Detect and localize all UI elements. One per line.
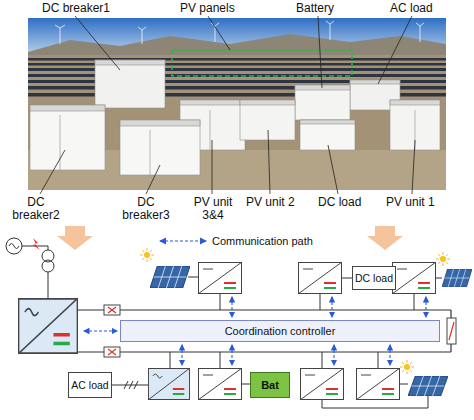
controller-box: Coordination controller xyxy=(120,320,440,342)
part-label: AC load xyxy=(390,2,433,15)
part-label: DC breaker3 xyxy=(118,196,174,222)
legend-line xyxy=(160,240,206,241)
part-label: PV panels xyxy=(180,2,235,15)
grid-connection xyxy=(6,238,54,298)
node-text: Bat xyxy=(261,380,279,391)
down-arrows xyxy=(57,226,403,250)
part-label: DC load xyxy=(318,196,361,209)
node-text: DC load xyxy=(355,273,393,284)
dc-breakers xyxy=(104,305,456,357)
grid-converter xyxy=(18,298,78,354)
part-label: PV unit 2 xyxy=(246,196,295,209)
containers xyxy=(30,60,440,175)
site-photo xyxy=(28,18,446,190)
highlight-box xyxy=(172,50,352,76)
feeders xyxy=(112,277,442,408)
dc-bus xyxy=(78,310,451,352)
part-label: PV unit 3&4 xyxy=(188,196,238,222)
part-label: PV unit 1 xyxy=(386,196,435,209)
part-label: DC breaker2 xyxy=(8,196,64,222)
wind-turbines xyxy=(55,21,424,44)
leader-lines xyxy=(40,16,415,194)
part-label: DC breaker1 xyxy=(42,2,110,15)
legend-text: Communication path xyxy=(212,235,313,247)
battery-box: Bat xyxy=(250,372,290,398)
fault-symbol xyxy=(33,238,40,250)
part-label: Battery xyxy=(296,2,334,15)
load-box: DC load xyxy=(352,266,396,290)
node-text: Coordination controller xyxy=(225,326,336,337)
load-box: AC load xyxy=(68,372,112,398)
node-text: AC load xyxy=(71,380,108,391)
